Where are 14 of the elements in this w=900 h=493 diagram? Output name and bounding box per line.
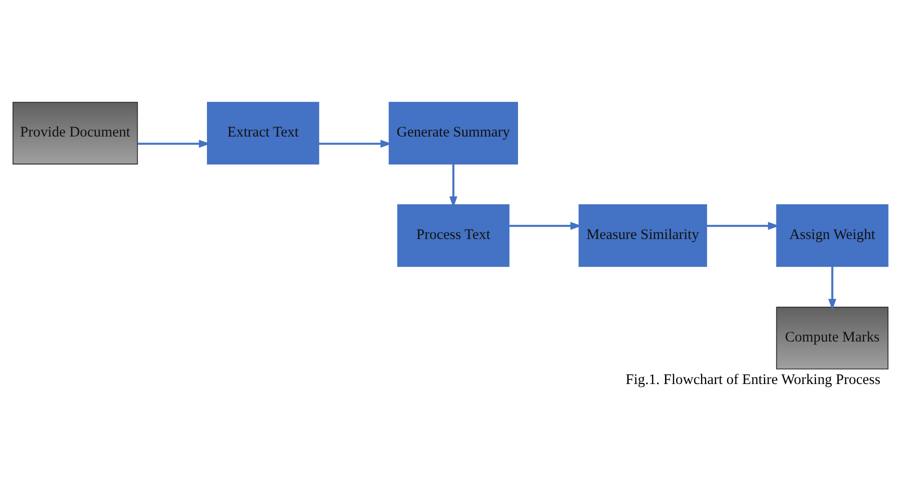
node-box: Compute Marks (776, 306, 888, 369)
node-box: Assign Weight (776, 204, 888, 266)
arrow (508, 221, 582, 230)
caption: Fig.1. Flowchart of Entire Working Process (625, 371, 880, 388)
node-box: Process Text (396, 204, 509, 266)
arrow (137, 139, 210, 148)
node-box: Provide Document (12, 101, 138, 164)
arrow (706, 221, 779, 230)
arrow (828, 266, 836, 310)
node-box: Extract Text (206, 101, 319, 164)
node-box: Generate Summary (388, 101, 518, 164)
arrow (318, 139, 392, 148)
arrow (448, 164, 457, 208)
node-box: Measure Similarity (578, 204, 707, 266)
